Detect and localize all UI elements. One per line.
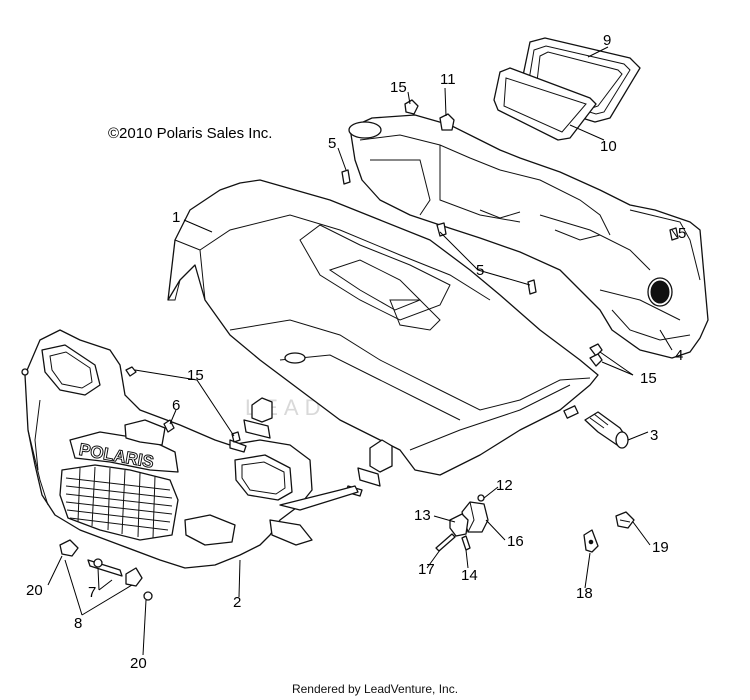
part-7-rod — [87, 558, 123, 577]
callout-5-center: 5 — [476, 262, 484, 279]
part-13-clamp — [449, 513, 469, 537]
part-19-push-rivet — [615, 511, 635, 529]
part-20-bumper-left — [59, 539, 79, 557]
screw-5-mid — [436, 222, 447, 237]
fastener-15-right-a — [589, 343, 603, 357]
callout-20-left: 20 — [26, 582, 43, 599]
callout-7: 7 — [88, 584, 96, 601]
fastener-15-right-b — [589, 353, 603, 367]
callout-20-bottom: 20 — [130, 655, 147, 672]
part-3-latch — [584, 411, 629, 449]
part-2-front-fascia: POLARIS — [21, 329, 313, 569]
part-16-rubber-mount — [461, 501, 489, 533]
callout-14: 14 — [461, 567, 478, 584]
part-18-clip — [583, 529, 599, 553]
callout-17: 17 — [418, 561, 435, 578]
part-12-nut — [477, 494, 485, 502]
callout-4: 4 — [675, 347, 683, 364]
nut-11 — [439, 113, 455, 131]
callout-5-left: 5 — [328, 135, 336, 152]
part-20-bumper-right — [143, 591, 153, 601]
callout-19: 19 — [652, 539, 669, 556]
callout-9: 9 — [603, 32, 611, 49]
screw-6 — [163, 419, 175, 433]
fastener-15-lower — [231, 431, 241, 443]
copyright-text: ©2010 Polaris Sales Inc. — [108, 125, 272, 142]
fastener-15-left — [125, 366, 137, 377]
callout-16: 16 — [507, 533, 524, 550]
callout-6: 6 — [172, 397, 180, 414]
part-8-bumper-pair — [125, 567, 143, 587]
callout-2: 2 — [233, 594, 241, 611]
fasteners — [125, 99, 679, 443]
part-10-lens — [493, 67, 597, 141]
screw-5-center — [527, 279, 537, 295]
fastener-15-top — [404, 99, 419, 115]
leader-lines — [47, 46, 678, 656]
callout-11: 11 — [440, 71, 456, 88]
grille-lines — [65, 466, 173, 539]
screw-5-left — [341, 169, 351, 185]
part-1-hood — [167, 179, 599, 476]
callouts: 1 2 3 4 5 5 5 6 7 8 9 10 11 12 13 14 15 … — [26, 32, 686, 672]
footer-credit: Rendered by LeadVenture, Inc. — [291, 682, 459, 696]
mount-brackets — [229, 397, 393, 511]
callout-15-right: 15 — [640, 370, 657, 387]
screw-5-right — [669, 227, 679, 241]
callout-5-right: 5 — [678, 225, 686, 242]
callout-8: 8 — [74, 615, 82, 632]
callout-15-left: 15 — [187, 367, 204, 384]
callout-12: 12 — [496, 477, 513, 494]
part-17-pin — [435, 533, 456, 552]
callout-1: 1 — [172, 209, 180, 226]
callout-18: 18 — [576, 585, 593, 602]
part-4-dash-panel — [348, 114, 709, 359]
callout-10: 10 — [600, 138, 617, 155]
part-14-screw — [461, 535, 471, 551]
callout-15-top: 15 — [390, 79, 407, 96]
callout-3: 3 — [650, 427, 658, 444]
callout-13: 13 — [414, 507, 431, 524]
